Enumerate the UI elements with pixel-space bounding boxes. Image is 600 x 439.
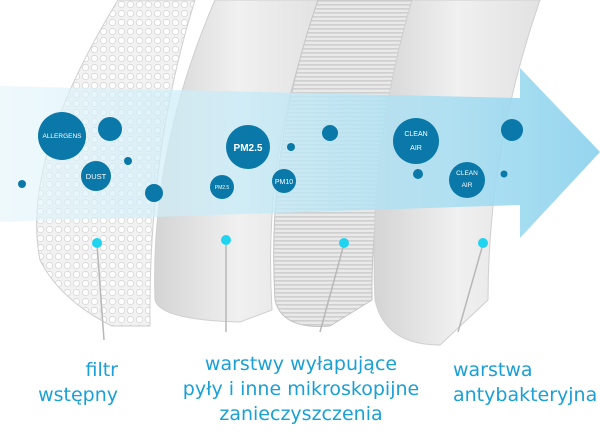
particle-dot xyxy=(413,169,423,179)
pointer-lines xyxy=(96,240,484,341)
particle-label: ALLERGENS xyxy=(42,133,82,140)
label-microfilter: warstwy wyłapujące pyły i inne mikroskop… xyxy=(182,353,420,425)
marker-microfilter-2 xyxy=(339,238,349,248)
particle-dot xyxy=(124,157,132,165)
particle-dot xyxy=(287,143,295,151)
particle-dot xyxy=(145,184,163,202)
particle-pm25-large: PM2.5 xyxy=(226,125,270,169)
particle-label: DUST xyxy=(86,172,107,181)
particle-dot xyxy=(500,170,508,178)
label-antibacterial: warstwa antybakteryjna xyxy=(453,359,598,406)
particle-allergens: ALLERGENS xyxy=(38,112,86,160)
label-prefilter: filtr wstępny xyxy=(38,359,118,406)
particle-label: PM2.5 xyxy=(234,143,263,154)
particle-dot xyxy=(322,125,338,141)
particle-dot xyxy=(501,119,523,141)
particle-dot xyxy=(18,180,26,188)
particle-label: PM10 xyxy=(275,179,293,186)
marker-prefilter xyxy=(92,238,102,248)
particle-pm25-small: PM2.5 xyxy=(210,175,234,199)
marker-microfilter-1 xyxy=(221,235,231,245)
particle-dust: DUST xyxy=(81,161,111,191)
marker-antibacterial xyxy=(478,238,488,248)
particle-dot xyxy=(98,117,122,141)
particle-label: PM2.5 xyxy=(215,185,230,191)
particle-pm10: PM10 xyxy=(272,169,296,193)
